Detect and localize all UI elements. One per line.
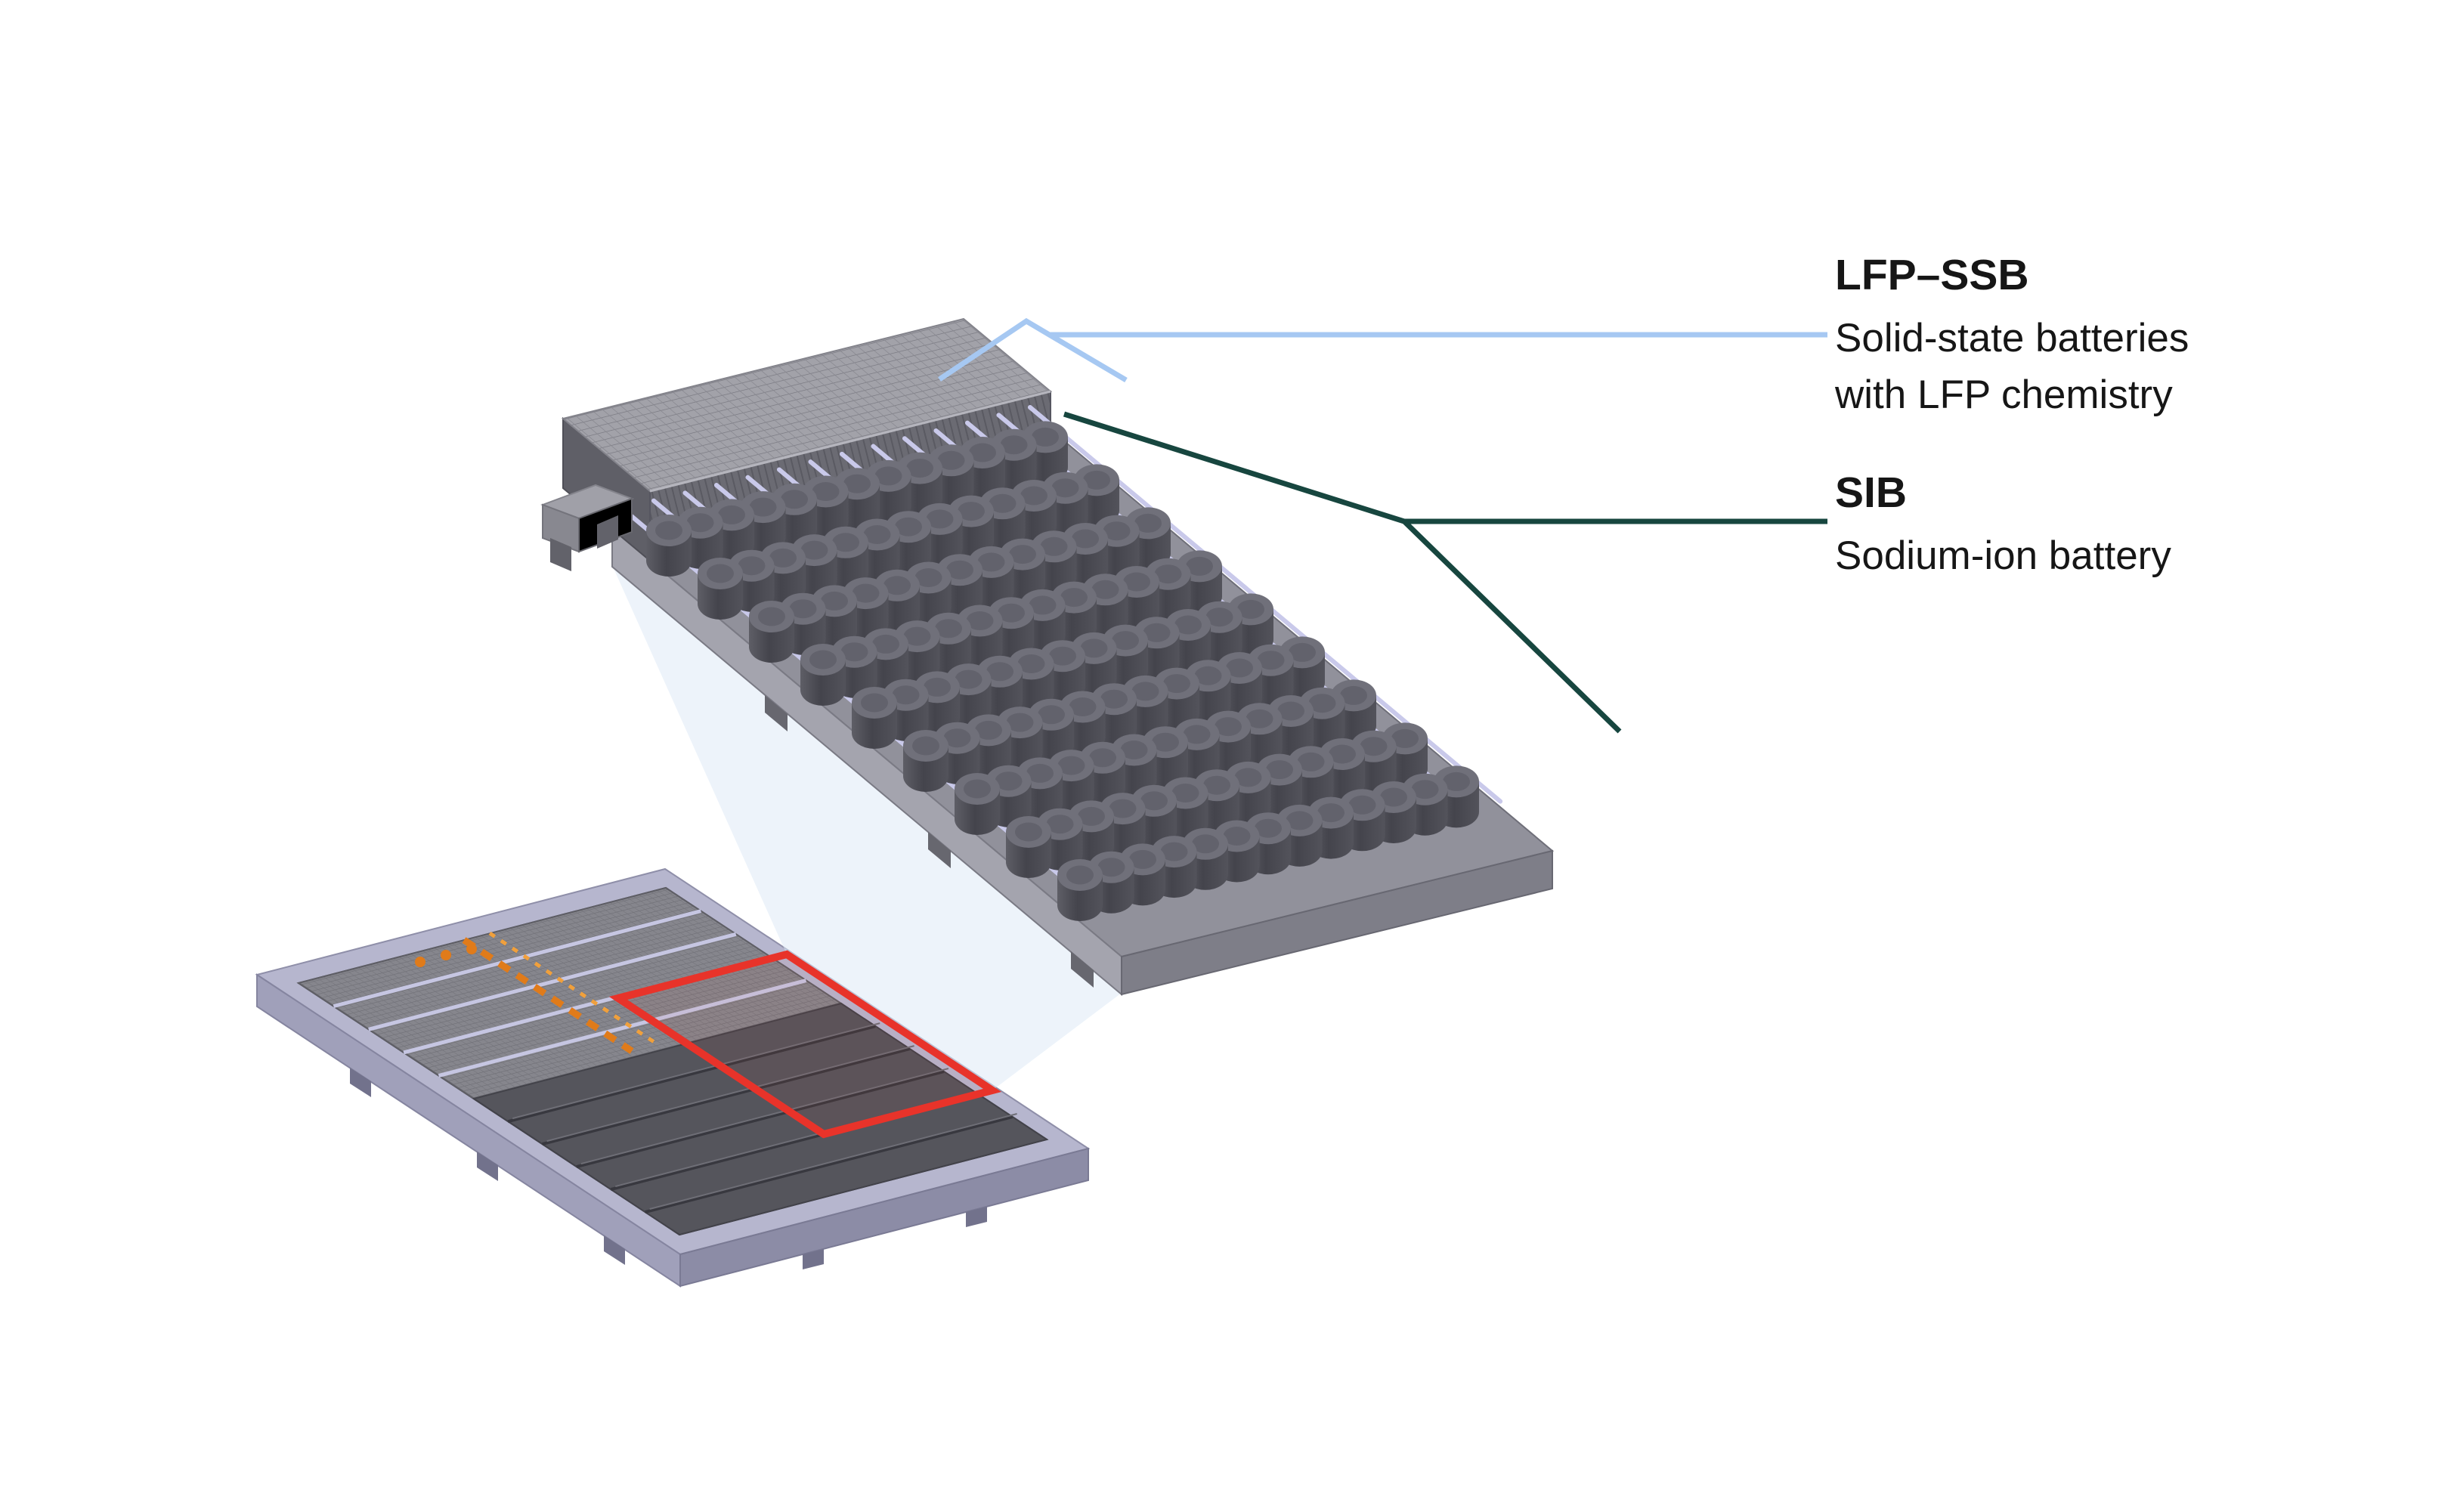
lfp-ssb-description-line2: with LFP chemistry — [1835, 372, 2173, 417]
battery-module-illustration — [540, 317, 1555, 997]
pack-foot — [350, 1068, 371, 1097]
cylindrical-cell — [1006, 816, 1051, 878]
cylindrical-cell — [698, 558, 743, 620]
module-highlight-outline — [608, 950, 1002, 1139]
cylindrical-cell — [955, 773, 1000, 835]
pack-foot — [803, 1249, 824, 1269]
sib-leader-line — [1063, 411, 1827, 734]
cylindrical-cell — [903, 730, 948, 792]
sib-description-line1: Sodium-ion battery — [1835, 533, 2171, 578]
projection-cone — [612, 565, 1122, 1090]
pack-cell-row-groove — [542, 1047, 911, 1146]
cylindrical-cell — [800, 644, 846, 706]
pack-cell-row-groove — [576, 1070, 945, 1169]
pack-cell-row-groove — [645, 1115, 1013, 1214]
cylindrical-cell — [1057, 859, 1103, 921]
pack-cell-row-highlight — [649, 1113, 1017, 1210]
pack-cell-row-highlight — [580, 1068, 949, 1165]
lfp-ssb-callout: LFP–SSB Solid-state batteries with LFP c… — [1835, 251, 2189, 423]
cylindrical-cell — [646, 515, 692, 577]
pack-wiring-harness — [415, 931, 659, 1054]
pack-slab-divider — [333, 909, 701, 1009]
pack-wall-right — [679, 1147, 1089, 1288]
module-mounting-bracket — [540, 484, 634, 571]
lfp-ssb-title: LFP–SSB — [1835, 251, 2029, 299]
pack-slab-divider — [438, 979, 807, 1078]
cylindrical-cell — [852, 687, 897, 749]
lfp-ssb-description-line1: Solid-state batteries — [1835, 315, 2189, 360]
pack-cell-row-highlight — [546, 1045, 914, 1143]
pack-cell-row-highlight — [512, 1022, 880, 1120]
module-foot — [928, 832, 951, 868]
cylindrical-cell — [749, 601, 794, 663]
module-base-skirt-right — [1121, 849, 1553, 996]
battery-pack-illustration — [255, 867, 1091, 1288]
lfp-ssb-leader-line — [938, 317, 1827, 383]
pack-cell-row-groove — [507, 1025, 876, 1124]
sib-callout: SIB Sodium-ion battery — [1835, 468, 2171, 584]
pack-foot — [604, 1235, 625, 1265]
module-foot — [765, 695, 788, 731]
sib-title: SIB — [1835, 468, 1908, 517]
pack-slab-divider — [368, 932, 737, 1031]
pack-foot — [966, 1207, 987, 1227]
pack-foot — [477, 1152, 498, 1181]
module-foot — [1071, 951, 1094, 988]
